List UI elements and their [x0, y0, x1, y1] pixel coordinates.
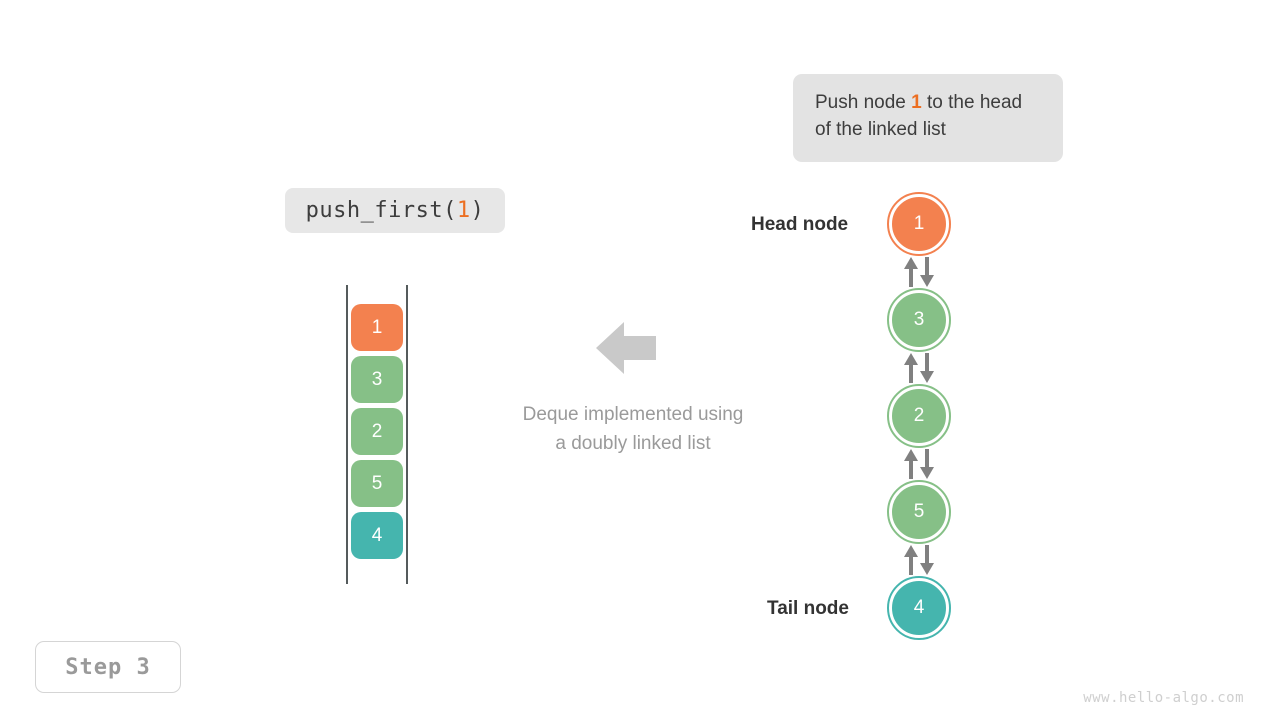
- operation-name: push_first(: [305, 198, 457, 223]
- operation-label: push_first(1): [285, 188, 505, 233]
- operation-argument: 1: [456, 198, 471, 223]
- deque-block: 2: [351, 408, 403, 455]
- node-link-arrows: [890, 449, 948, 479]
- deque-block: 3: [351, 356, 403, 403]
- node-value: 3: [913, 309, 925, 330]
- deque-rail-right: [406, 285, 408, 584]
- callout-text-after: to the head of the linked list: [815, 92, 1023, 140]
- deque-array: 1 3 2 5 4: [346, 285, 408, 584]
- operation-close-paren: ): [470, 198, 485, 223]
- node-value: 4: [913, 597, 925, 618]
- step-badge: Step 3: [35, 641, 181, 693]
- callout-text-before: Push node: [815, 92, 912, 113]
- deque-block: 5: [351, 460, 403, 507]
- caption-line-2: a doubly linked list: [555, 432, 711, 454]
- node-link-arrows: [890, 257, 948, 287]
- left-pointing-arrow-icon: [596, 322, 656, 374]
- linked-list-node: 5: [887, 480, 951, 544]
- watermark: www.hello-algo.com: [1083, 690, 1244, 706]
- node-value: 2: [913, 405, 925, 426]
- linked-list-node: 4: [887, 576, 951, 640]
- doubly-linked-list: 1 3 2 5 4: [887, 192, 951, 645]
- linked-list-node: 3: [887, 288, 951, 352]
- node-value: 1: [913, 213, 925, 234]
- deque-rail-left: [346, 285, 348, 584]
- callout-box: Push node 1 to the head of the linked li…: [793, 74, 1063, 162]
- node-value: 5: [913, 501, 925, 522]
- deque-block: 4: [351, 512, 403, 559]
- deque-block-list: 1 3 2 5 4: [351, 304, 403, 564]
- linked-list-node: 1: [887, 192, 951, 256]
- deque-block: 1: [351, 304, 403, 351]
- callout-highlight-value: 1: [911, 92, 922, 113]
- head-node-label: Head node: [751, 214, 849, 235]
- tail-node-label: Tail node: [767, 598, 849, 619]
- node-link-arrows: [890, 353, 948, 383]
- caption-line-1: Deque implemented using: [522, 404, 744, 425]
- linked-list-node: 2: [887, 384, 951, 448]
- diagram-caption: Deque implemented using a doubly linked …: [463, 401, 803, 458]
- node-link-arrows: [890, 545, 948, 575]
